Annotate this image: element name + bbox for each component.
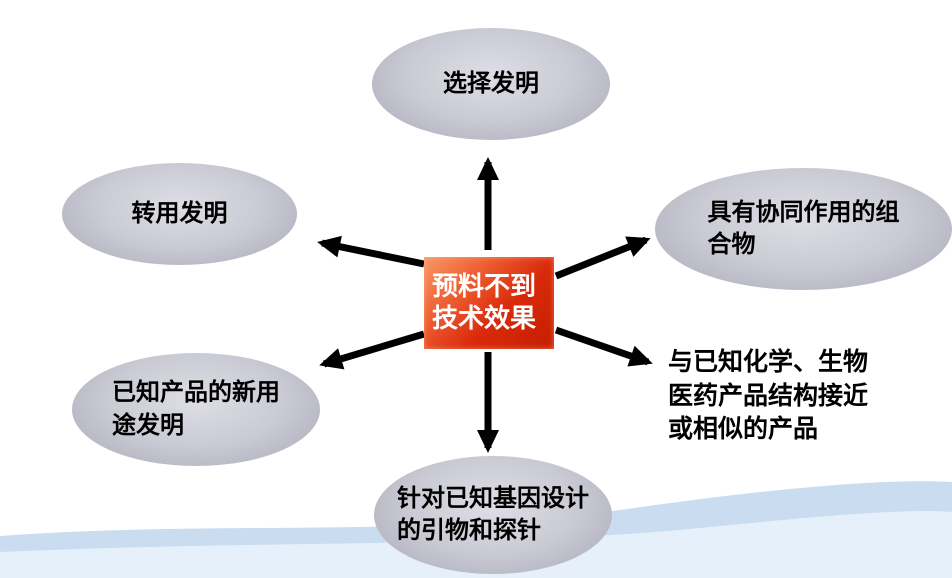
node-label-selection-invention: 选择发明 <box>443 69 539 97</box>
arrow-down-right <box>554 326 653 367</box>
node-label-primers-and-probes: 针对已知基因设计 的引物和探针 <box>397 484 589 544</box>
node-conversion-invention: 转用发明 <box>62 163 297 265</box>
node-label-known-product-new-use: 已知产品的新用 途发明 <box>112 379 280 439</box>
arrow-up-right <box>554 236 651 280</box>
node-synergistic-composition: 具有协同作用的组 合物 <box>655 168 952 290</box>
node-label-similar-structure-products: 与已知化学、生物 医药产品结构接近 或相似的产品 <box>668 348 869 443</box>
node-selection-invention: 选择发明 <box>372 28 610 140</box>
node-similar-structure-products: 与已知化学、生物 医药产品结构接近 或相似的产品 <box>668 346 952 447</box>
center-box-label: 预料不到 技术效果 <box>432 271 537 333</box>
center-box-unexpected-technical-effect: 预料不到 技术效果 <box>424 257 554 349</box>
node-label-synergistic-composition: 具有协同作用的组 合物 <box>707 198 900 258</box>
node-primers-and-probes: 针对已知基因设计 的引物和探针 <box>374 456 612 574</box>
arrow-up-left <box>317 235 425 268</box>
arrow-down-left <box>319 330 426 370</box>
node-label-conversion-invention: 转用发明 <box>131 199 228 227</box>
node-known-product-new-use: 已知产品的新用 途发明 <box>72 353 320 466</box>
